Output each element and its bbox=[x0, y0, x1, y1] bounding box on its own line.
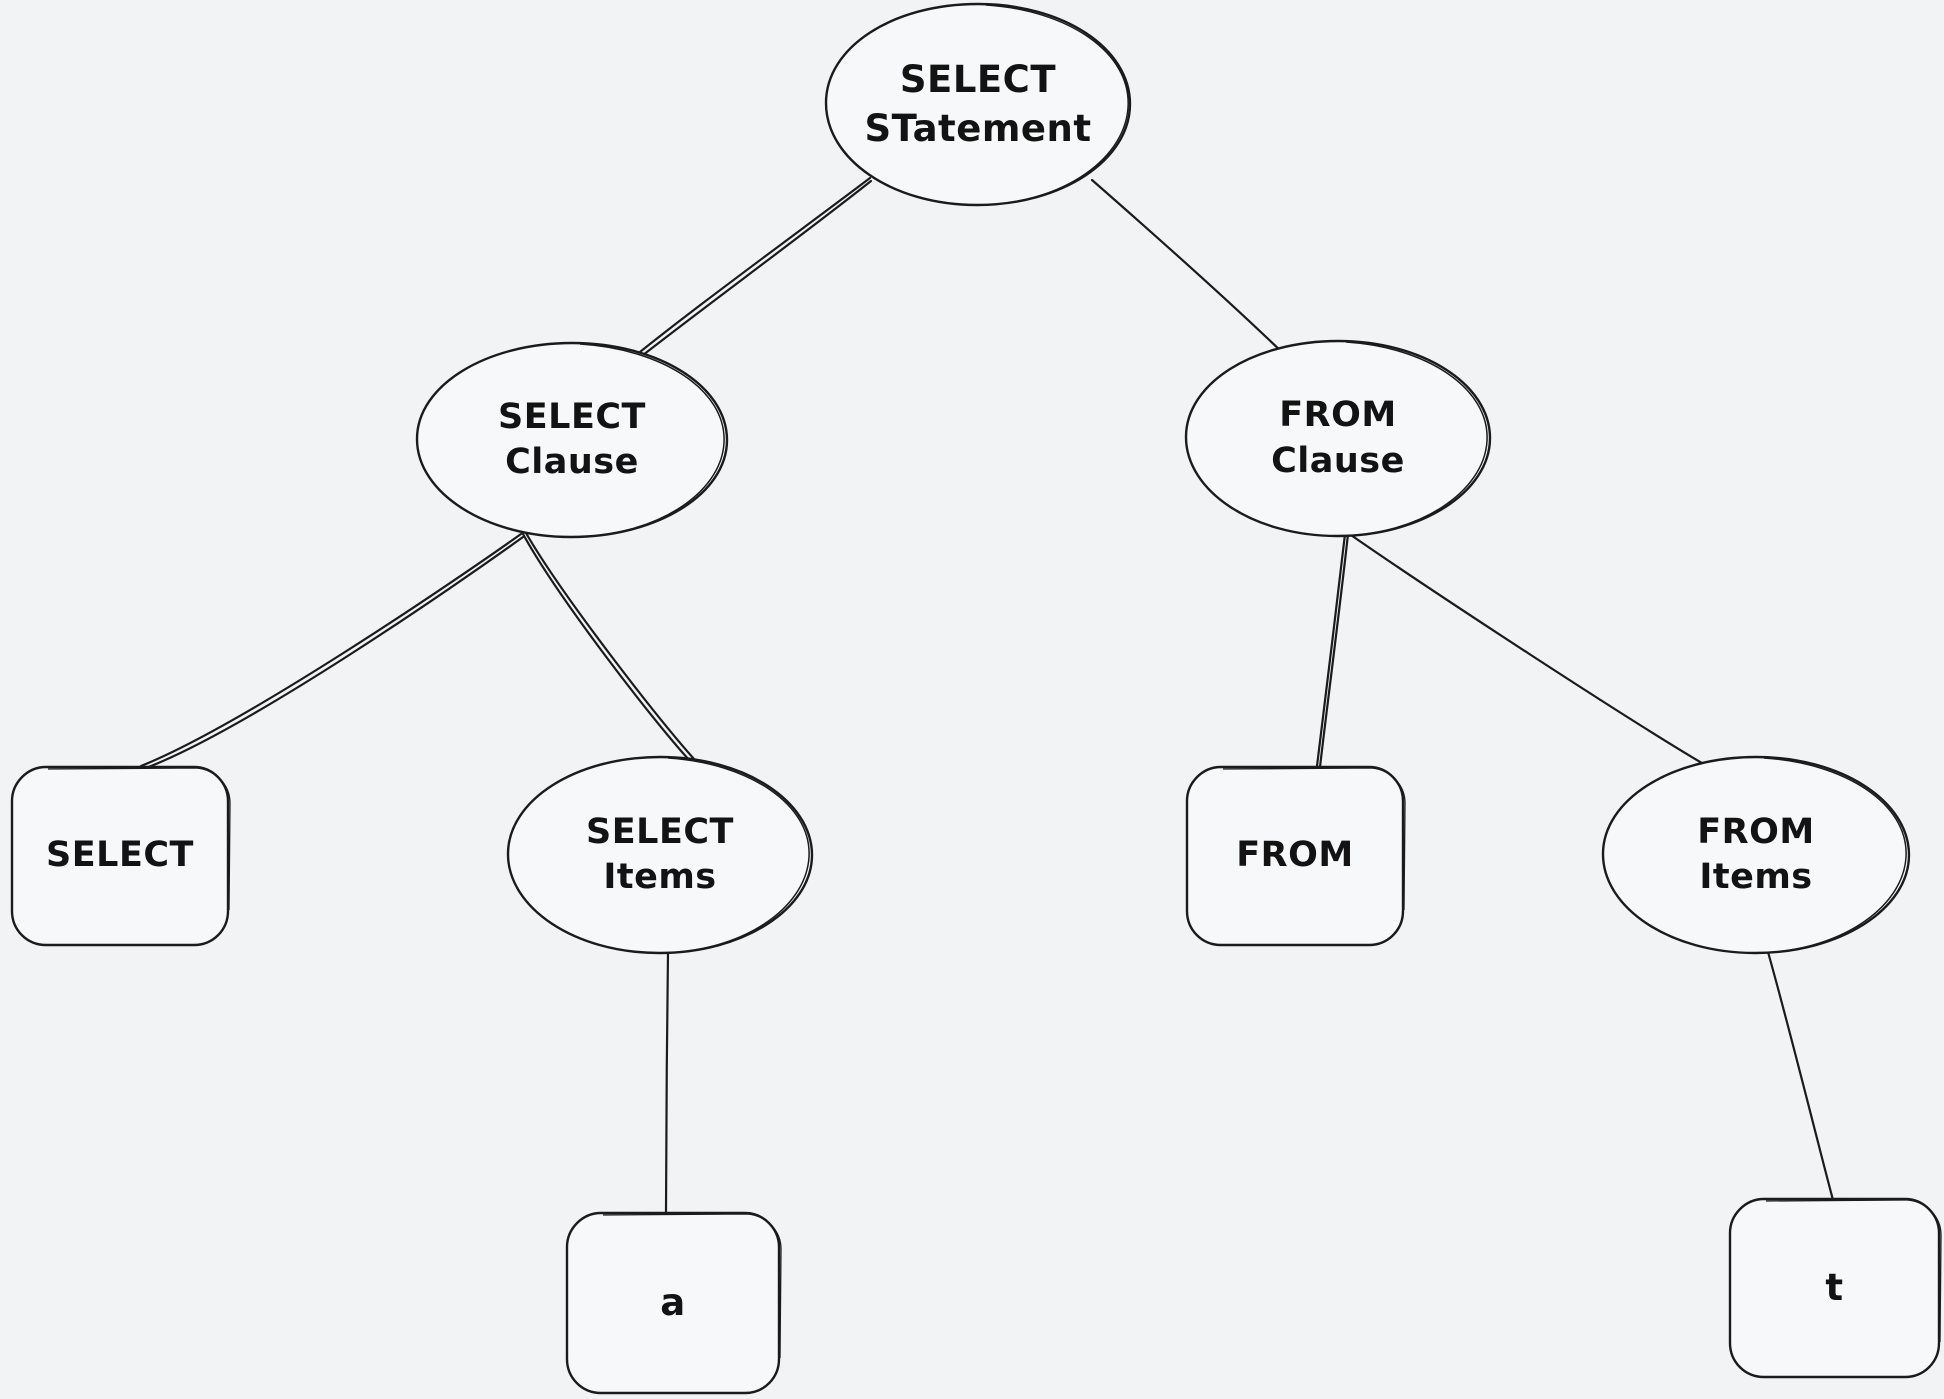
edge-select-items-column bbox=[664, 950, 670, 1214]
node-from-items[interactable] bbox=[1601, 755, 1911, 955]
node-select-items[interactable] bbox=[506, 755, 814, 955]
edge-statement-select-clause bbox=[616, 176, 873, 375]
edge-select-clause-items bbox=[521, 531, 696, 763]
node-select-keyword[interactable] bbox=[10, 765, 231, 947]
node-select-clause[interactable] bbox=[415, 341, 729, 539]
edge-statement-from-clause bbox=[1090, 178, 1288, 358]
edge-from-clause-keyword bbox=[1315, 532, 1350, 769]
node-column-a[interactable] bbox=[565, 1211, 782, 1395]
node-select-statement[interactable] bbox=[824, 2, 1132, 207]
edge-from-clause-items bbox=[1346, 531, 1709, 768]
node-from-keyword[interactable] bbox=[1185, 765, 1406, 947]
edge-select-clause-keyword bbox=[139, 532, 525, 770]
node-table-t[interactable] bbox=[1728, 1197, 1942, 1379]
edge-from-items-table bbox=[1766, 950, 1835, 1202]
node-from-clause[interactable] bbox=[1184, 339, 1492, 538]
